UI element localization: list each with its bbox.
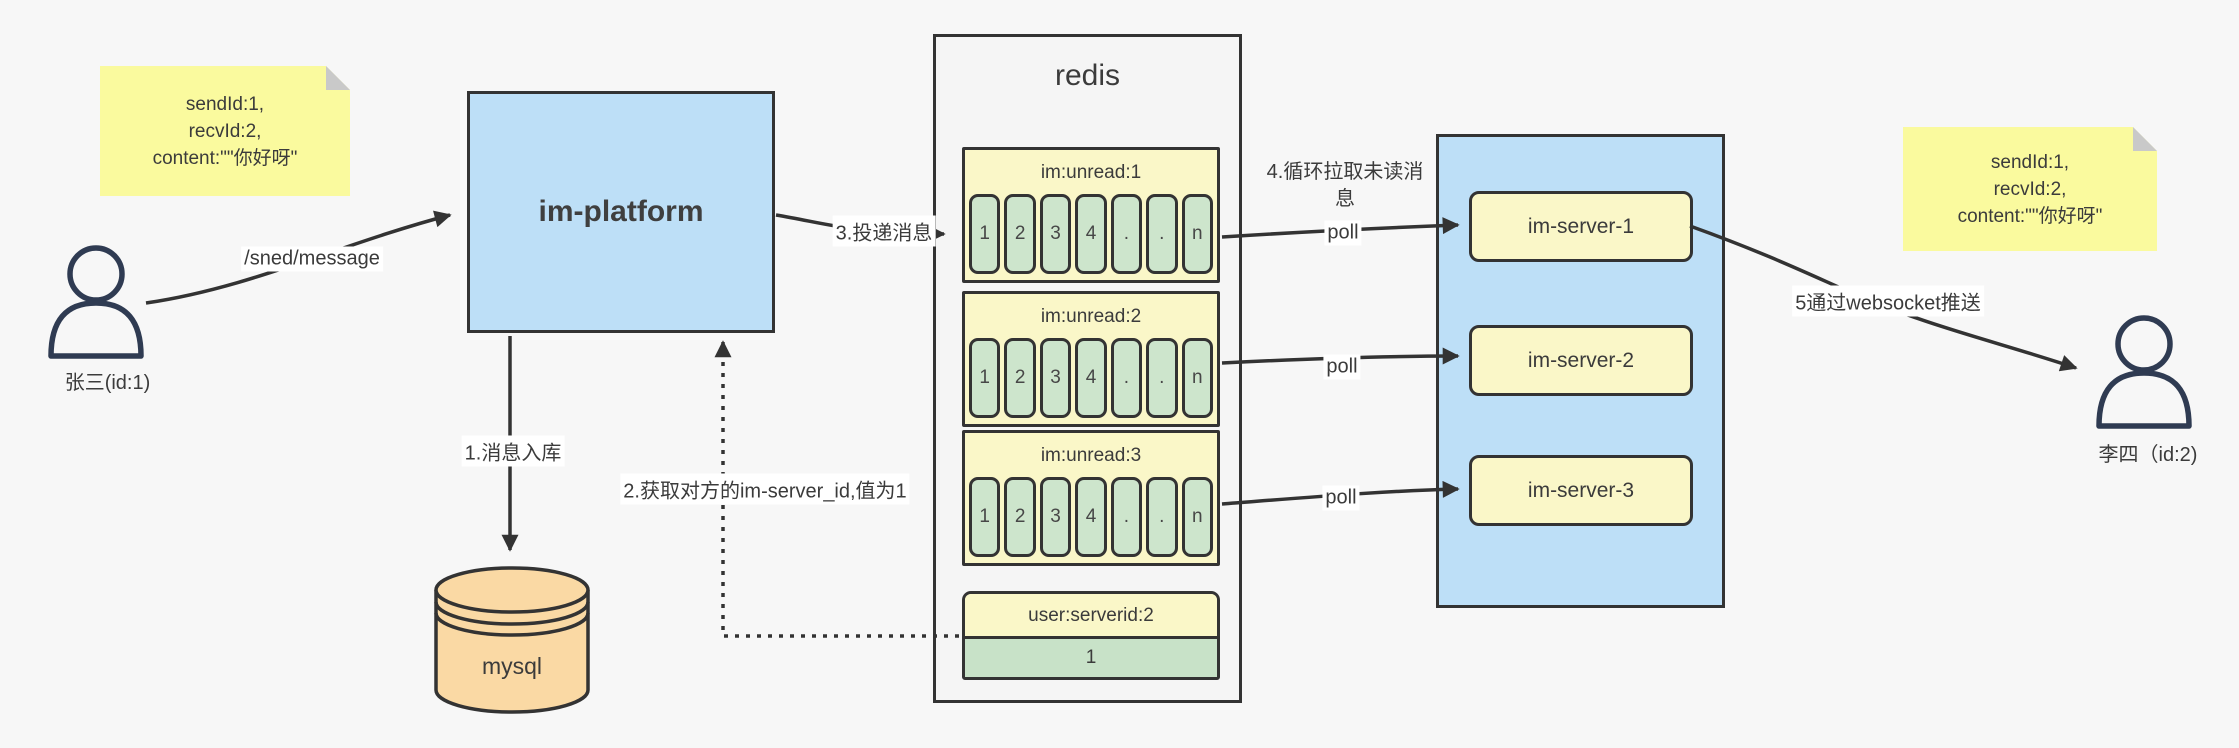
sticky-note-left: sendId:1, recvId:2, content:""你好呀" (100, 66, 350, 196)
queue-cell: 4 (1075, 338, 1107, 418)
pull-unread-label: 4.循环拉取未读消息 (1266, 161, 1424, 210)
websocket-push-label: 5通过websocket推送 (1792, 285, 1984, 317)
note-fold-icon (326, 66, 350, 90)
im-server-3-node: im-server-3 (1469, 455, 1693, 526)
queue-cell: . (1110, 194, 1143, 274)
queue-cell: 3 (1039, 338, 1072, 418)
queue-cell: 2 (1004, 194, 1036, 274)
queue-cell: . (1146, 338, 1178, 418)
mysql-database-icon: mysql (434, 566, 590, 714)
queue-header: im:unread:3 (1040, 445, 1142, 466)
queue-cell: 1 (969, 194, 1001, 274)
im-platform-node: im-platform (467, 91, 775, 333)
kv-value: 1 (965, 639, 1217, 677)
im-server-2-label: im-server-2 (1527, 348, 1635, 372)
queue-cell: n (1181, 338, 1213, 418)
queue-cell: 1 (969, 477, 1001, 557)
redis-queue-2: im:unread:2 1 2 3 4 . . n (962, 291, 1220, 427)
send-message-label: /sned/message (241, 246, 383, 272)
queue-cell: . (1146, 194, 1178, 274)
store-label: 1.消息入库 (461, 435, 565, 467)
note-left-text: sendId:1, recvId:2, content:""你好呀" (152, 93, 298, 169)
receiver-label: 李四（id:2) (2098, 444, 2198, 466)
person-receiver-icon (2096, 315, 2192, 429)
queue-cell: 1 (969, 338, 1001, 418)
queue-cells: 1 2 3 4 . . n (965, 194, 1217, 274)
im-platform-label: im-platform (538, 195, 704, 228)
note-fold-icon (2133, 127, 2157, 151)
poll-label-1: poll (1324, 220, 1362, 246)
redis-kv-node: user:serverid:2 1 (962, 591, 1220, 680)
im-server-2-node: im-server-2 (1469, 325, 1693, 396)
poll-label-2: poll (1323, 354, 1361, 380)
queue-cell: n (1181, 477, 1213, 557)
poll-label-3: poll (1322, 485, 1360, 511)
queue-cell: 3 (1039, 477, 1072, 557)
mysql-label: mysql (482, 653, 542, 679)
deliver-label: 3.投递消息 (832, 215, 936, 247)
sender-label: 张三(id:1) (64, 372, 151, 394)
queue-cell: 4 (1075, 194, 1107, 274)
im-server-panel: im-server-1 im-server-2 im-server-3 (1436, 134, 1725, 608)
im-server-1-node: im-server-1 (1469, 191, 1693, 262)
note-right-text: sendId:1, recvId:2, content:""你好呀" (1957, 151, 2103, 227)
queue-header: im:unread:2 (1040, 306, 1142, 327)
queue-cell: n (1181, 194, 1213, 274)
person-sender-icon (48, 245, 144, 359)
queue-cell: . (1110, 477, 1143, 557)
queue-header: im:unread:1 (1040, 162, 1142, 183)
kv-header: user:serverid:2 (965, 594, 1217, 639)
redis-container: redis im:unread:1 1 2 3 4 . . n im:unrea… (933, 34, 1242, 703)
redis-queue-1: im:unread:1 1 2 3 4 . . n (962, 147, 1220, 283)
lookup-label: 2.获取对方的im-server_id,值为1 (620, 473, 910, 505)
im-server-3-label: im-server-3 (1527, 478, 1635, 502)
im-server-1-label: im-server-1 (1527, 214, 1635, 238)
queue-cell: 2 (1004, 477, 1036, 557)
queue-cells: 1 2 3 4 . . n (965, 477, 1217, 557)
queue-cell: 3 (1039, 194, 1072, 274)
queue-cell: 4 (1075, 477, 1107, 557)
redis-title: redis (1054, 59, 1121, 92)
queue-cell: . (1110, 338, 1143, 418)
queue-cells: 1 2 3 4 . . n (965, 338, 1217, 418)
sticky-note-right: sendId:1, recvId:2, content:""你好呀" (1903, 127, 2157, 251)
redis-queue-3: im:unread:3 1 2 3 4 . . n (962, 430, 1220, 566)
queue-cell: . (1146, 477, 1178, 557)
queue-cell: 2 (1004, 338, 1036, 418)
